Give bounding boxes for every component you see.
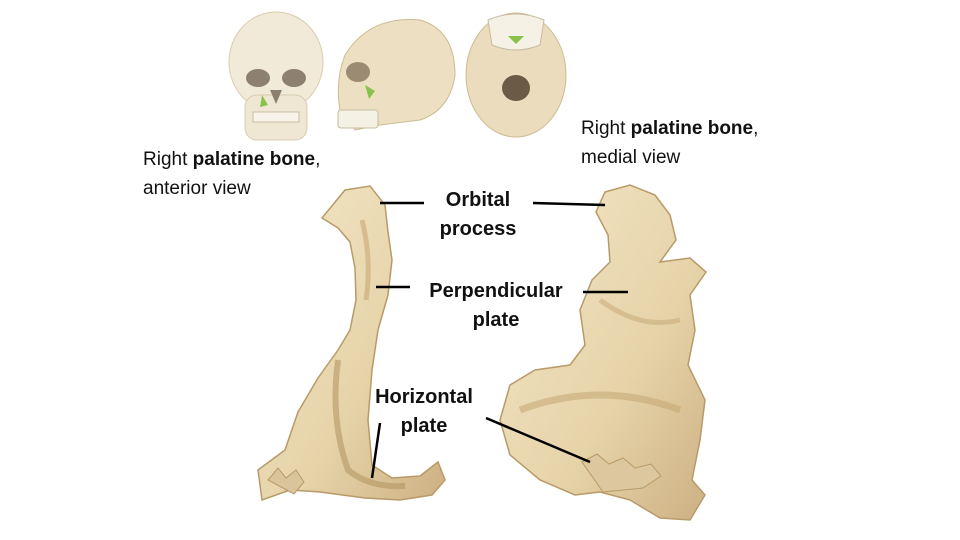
- leader-horizontal-left: [370, 422, 382, 479]
- skull-inferior-thumbnail: [465, 12, 567, 138]
- leader-orbital-right: [532, 201, 606, 207]
- caption-medial-prefix: Right: [581, 118, 631, 139]
- label-orbital-line2: process: [439, 218, 517, 240]
- caption-anterior-view: Right palatine bone, anterior view: [143, 146, 320, 203]
- label-perpendicular-line2: plate: [472, 309, 520, 331]
- label-horizontal-line2: plate: [400, 415, 448, 437]
- palatine-bone-anterior-view: [257, 185, 446, 502]
- caption-medial-comma: ,: [753, 118, 759, 139]
- caption-anterior-comma: ,: [315, 149, 321, 170]
- caption-medial-view-text: medial view: [581, 146, 681, 168]
- leader-horizontal-right: [485, 416, 591, 464]
- palatine-highlight-lateral: [365, 85, 375, 99]
- caption-anterior-view-text: anterior view: [143, 177, 251, 199]
- label-horizontal-line1: Horizontal: [375, 386, 473, 408]
- label-orbital-line1: Orbital: [445, 189, 511, 211]
- label-perpendicular-plate: Perpendicular plate: [410, 277, 582, 335]
- skull-anterior-thumbnail: [228, 11, 324, 141]
- caption-anterior-prefix: Right: [143, 149, 193, 170]
- caption-medial-bone: palatine bone: [630, 118, 754, 139]
- skull-lateral-thumbnail: [337, 18, 456, 131]
- label-horizontal-plate: Horizontal plate: [360, 383, 488, 441]
- palatine-bone-medial-view: [499, 184, 707, 521]
- label-perpendicular-line1: Perpendicular: [429, 280, 563, 302]
- caption-anterior-bone: palatine bone: [192, 149, 316, 170]
- leader-lines: [370, 201, 628, 479]
- caption-medial-view: Right palatine bone, medial view: [581, 115, 758, 172]
- label-orbital-process: Orbital process: [418, 186, 538, 244]
- palatine-highlight-anterior: [260, 95, 268, 107]
- palatine-highlight-inferior: [508, 36, 524, 44]
